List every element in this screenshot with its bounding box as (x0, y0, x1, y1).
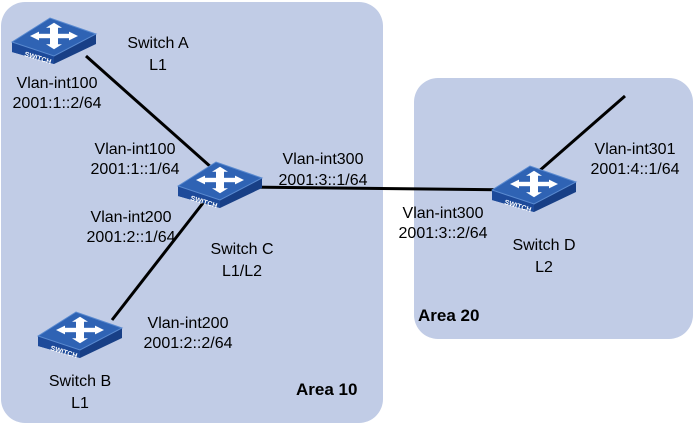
link-switch-c-switch-d (239, 185, 521, 192)
switch-d-vlan300-ip: 2001:3::2/64 (398, 225, 488, 242)
switch-b-level: L1 (71, 395, 89, 412)
switch-c-vlan300-ip: 2001:3::1/64 (278, 172, 368, 189)
switch-a-vlan100-ip: 2001:1::2/64 (12, 95, 102, 112)
switch-c-vlan200-iface: Vlan-int200 (90, 209, 172, 226)
switch-c-vlan300-iface: Vlan-int300 (282, 151, 364, 168)
switch-b-vlan200-iface: Vlan-int200 (147, 315, 229, 332)
switch-d-level: L2 (535, 259, 553, 276)
switch-a-icon[interactable]: SWITCH (10, 12, 98, 64)
switch-a-vlan100-iface: Vlan-int100 (16, 75, 98, 92)
switch-a-name: Switch A (127, 35, 189, 52)
switch-c-level: L1/L2 (221, 263, 263, 280)
switch-d-icon[interactable]: SWITCH (490, 160, 578, 212)
area-20 (414, 78, 693, 339)
area-10-title: Area 10 (296, 380, 358, 399)
link-switch-d-uplink (537, 94, 626, 174)
switch-c-vlan100-iface: Vlan-int100 (94, 141, 176, 158)
switch-d-name: Switch D (512, 237, 576, 254)
link-switch-b-switch-c (110, 193, 212, 321)
link-switch-a-switch-c (85, 54, 213, 170)
switch-b-name: Switch B (48, 373, 112, 390)
switch-d-vlan301-iface: Vlan-int301 (594, 141, 676, 158)
switch-c-name: Switch C (210, 241, 274, 258)
switch-a-level: L1 (149, 57, 167, 74)
switch-b-icon[interactable]: SWITCH (36, 306, 124, 358)
switch-d-vlan300-iface: Vlan-int300 (402, 205, 484, 222)
area-20-title: Area 20 (418, 306, 480, 325)
switch-c-vlan100-ip: 2001:1::1/64 (90, 161, 180, 178)
switch-c-vlan200-ip: 2001:2::1/64 (86, 229, 176, 246)
switch-c-icon[interactable]: SWITCH (176, 156, 264, 208)
switch-b-vlan200-ip: 2001:2::2/64 (143, 335, 233, 352)
switch-d-vlan301-ip: 2001:4::1/64 (590, 161, 680, 178)
